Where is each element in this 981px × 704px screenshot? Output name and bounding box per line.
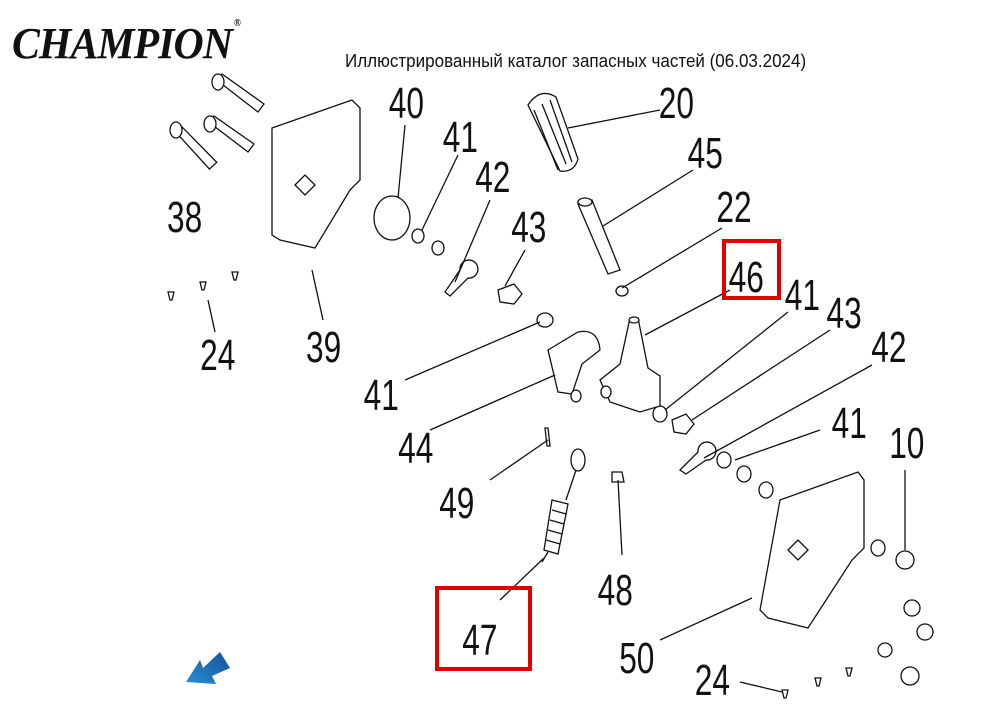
ring-22 (615, 285, 629, 297)
callout-39: 39 (306, 323, 341, 372)
clip-43 (497, 283, 523, 305)
page-title: Иллюстрированный каталог запасных частей… (345, 50, 807, 71)
plate-39 (271, 99, 361, 249)
callout-50: 50 (619, 634, 654, 683)
rod-end-47 (541, 448, 586, 563)
callout-41: 41 (364, 371, 399, 420)
callout-10: 10 (889, 419, 924, 468)
clip-43 (671, 413, 695, 435)
callout-41: 41 (832, 399, 867, 448)
callout-labels: 40 20 41 45 42 38 22 43 46 41 43 24 39 4… (167, 79, 924, 704)
lever-assembly (547, 316, 661, 413)
callout-41: 41 (785, 271, 820, 320)
callout-44: 44 (398, 424, 433, 473)
rod-45 (577, 199, 621, 275)
callout-22: 22 (716, 183, 751, 232)
callout-43: 43 (827, 289, 862, 338)
screws-24 (167, 271, 853, 699)
leader-lines (207, 109, 906, 693)
callout-38: 38 (167, 193, 202, 242)
pin-49 (544, 427, 551, 447)
callout-46: 46 (729, 253, 764, 302)
link-42 (678, 441, 717, 475)
callout-43: 43 (511, 203, 546, 252)
nuts-10 (877, 550, 934, 686)
callout-20: 20 (659, 79, 694, 128)
champion-logo: CHAMPION® (12, 18, 241, 68)
arrow-icon[interactable] (186, 652, 230, 684)
callout-48: 48 (598, 566, 633, 615)
bolt-48 (611, 471, 625, 483)
callout-24: 24 (200, 331, 235, 380)
callout-47: 47 (462, 616, 497, 665)
washers-41 (411, 228, 886, 557)
lock-washer-40 (373, 195, 411, 241)
callout-42: 42 (475, 153, 510, 202)
highlight-box-46 (722, 239, 781, 300)
link-42 (444, 259, 479, 297)
callout-24: 24 (695, 656, 730, 704)
callout-42: 42 (871, 323, 906, 372)
callout-45: 45 (688, 129, 723, 178)
callout-40: 40 (389, 79, 424, 128)
plate-50 (759, 471, 865, 629)
callout-41: 41 (443, 113, 478, 162)
callout-49: 49 (439, 479, 474, 528)
bolt-parts (169, 73, 265, 171)
highlight-box-47 (435, 586, 532, 671)
